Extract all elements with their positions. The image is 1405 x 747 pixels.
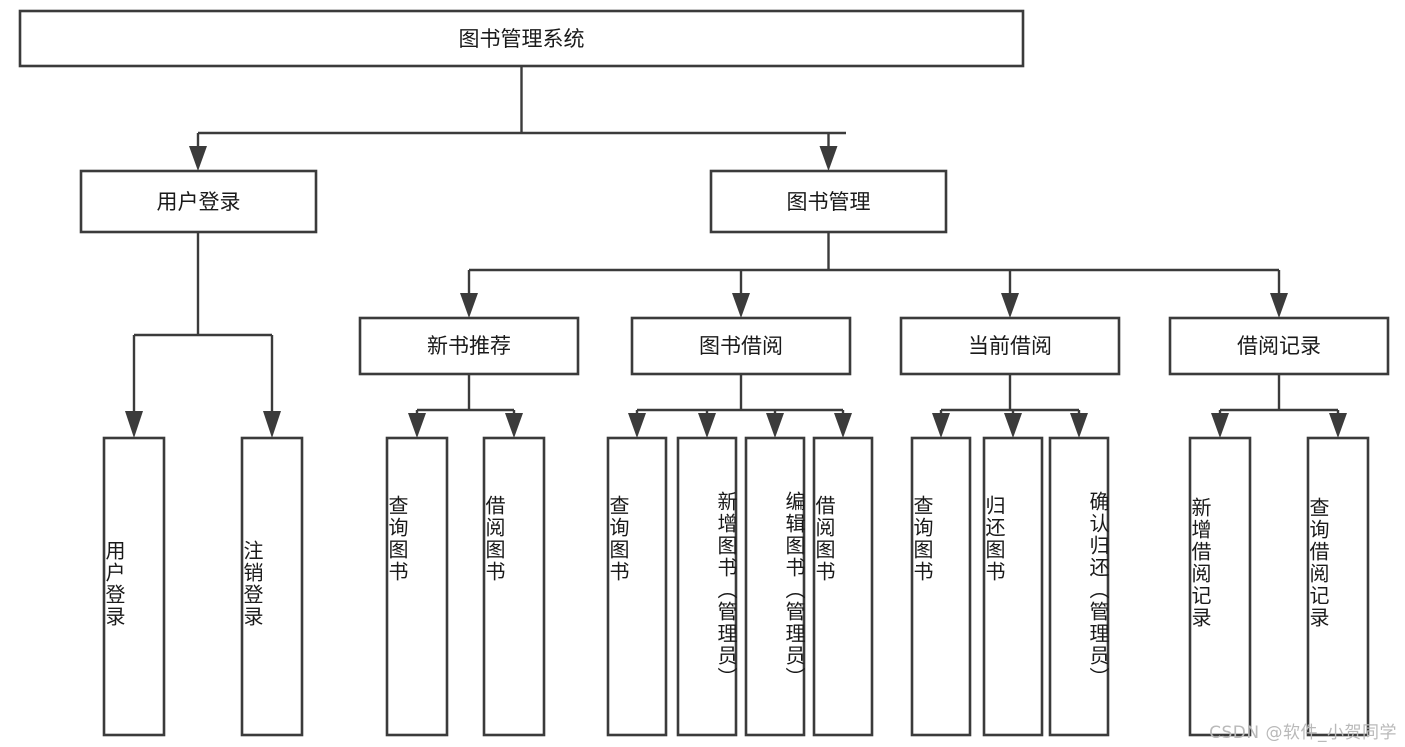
arrow-to-leaf-confirm-return-admin <box>1070 413 1088 438</box>
arrow-to-leaf-query-borrow-record <box>1329 413 1347 438</box>
leaf-edit-book-admin-rect[interactable] <box>744 436 806 737</box>
arrow-to-leaf-user-login <box>125 411 143 438</box>
node-root-label: 图书管理系统 <box>459 27 585 51</box>
arrow-to-leaf-borrow-book-2 <box>834 413 852 438</box>
arrow-to-book-management <box>819 146 838 171</box>
node-rectangles <box>18 9 1390 737</box>
leaf-query-book-2-rect[interactable] <box>606 436 668 737</box>
arrow-to-leaf-edit-book-admin <box>766 413 784 438</box>
node-current-borrow-label: 当前借阅 <box>968 334 1052 358</box>
leaf-return-book-rect[interactable] <box>982 436 1044 737</box>
csdn-watermark: CSDN @软件_小贺同学 <box>1209 723 1397 743</box>
arrow-to-leaf-add-book-admin <box>698 413 716 438</box>
node-borrow-record-label: 借阅记录 <box>1237 334 1321 358</box>
arrow-to-leaf-logout-login <box>263 411 281 438</box>
leaf-logout-login-rect[interactable] <box>240 436 304 737</box>
connector-current-borrow-to-leaves <box>932 374 1088 438</box>
leaf-query-book-1-rect[interactable] <box>385 436 449 737</box>
node-book-borrow-label: 图书借阅 <box>699 334 783 358</box>
node-root-rect[interactable] <box>18 9 1025 68</box>
arrow-to-leaf-return-book <box>1004 413 1022 438</box>
node-book-management-label: 图书管理 <box>787 190 871 214</box>
leaf-borrow-book-1-rect[interactable] <box>482 436 546 737</box>
arrow-to-leaf-add-borrow-record <box>1211 413 1229 438</box>
connector-borrow-record-to-leaves <box>1211 374 1347 438</box>
leaf-query-book-3-rect[interactable] <box>910 436 972 737</box>
arrow-to-leaf-borrow-book-1 <box>505 413 523 438</box>
connector-book-management-to-level3 <box>460 232 1288 318</box>
node-user-login-rect[interactable] <box>79 169 318 234</box>
leaf-add-book-admin-rect[interactable] <box>676 436 738 737</box>
leaf-confirm-return-admin-rect[interactable] <box>1048 436 1110 737</box>
node-user-login-label: 用户登录 <box>157 190 241 214</box>
arrow-to-user-login <box>189 146 207 171</box>
arrow-to-borrow-record <box>1270 293 1288 318</box>
leaf-user-login-rect[interactable] <box>102 436 166 737</box>
node-current-borrow-rect[interactable] <box>899 316 1121 376</box>
arrow-to-new-book-recommend <box>460 293 478 318</box>
connector-new-book-recommend-to-leaves <box>408 374 523 438</box>
leaf-add-borrow-record-rect[interactable] <box>1188 436 1252 737</box>
arrow-to-leaf-query-book-3 <box>932 413 950 438</box>
connector-user-login-to-leaves <box>125 232 281 438</box>
arrow-to-leaf-query-book-2 <box>628 413 646 438</box>
connector-book-borrow-to-leaves <box>628 374 852 438</box>
arrow-to-leaf-query-book-1 <box>408 413 426 438</box>
connector-root-to-level2 <box>189 66 846 171</box>
arrow-to-book-borrow <box>732 293 750 318</box>
horizontal-node-labels: 图书管理系统 用户登录 图书管理 新书推荐 图书借阅 当前借阅 借阅记录 <box>157 27 1322 358</box>
arrow-to-current-borrow <box>1001 293 1019 318</box>
node-new-book-recommend-label: 新书推荐 <box>427 334 511 358</box>
leaf-borrow-book-2-rect[interactable] <box>812 436 874 737</box>
leaf-query-borrow-record-rect[interactable] <box>1306 436 1370 737</box>
node-new-book-recommend-rect[interactable] <box>358 316 580 376</box>
